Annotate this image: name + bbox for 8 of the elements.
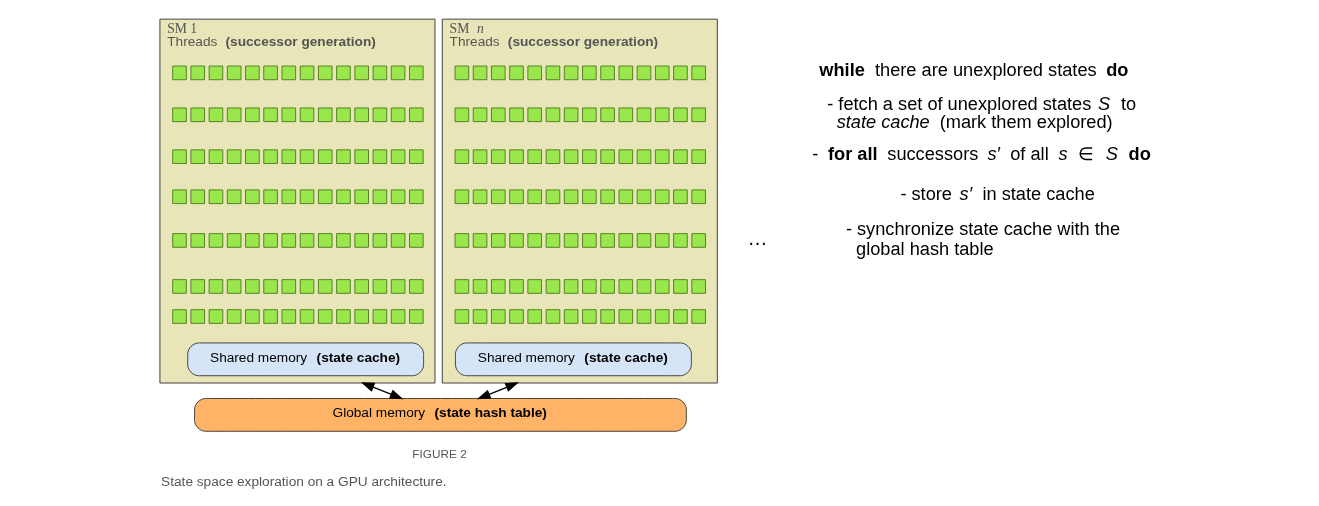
label: FIGURE 2 <box>412 447 467 462</box>
caption: State space exploration on a GPU architecture. <box>161 473 447 489</box>
label: - for all successors s′ of all s ∈ S do <box>812 143 1151 164</box>
label: … <box>747 227 768 250</box>
label: - fetch a set of unexplored states S to state cache (mark them explored) <box>827 93 1137 132</box>
label: - store s′ in state cache <box>900 183 1095 204</box>
label: - synchronize state cache with the global hash table <box>845 218 1121 259</box>
label: while there are unexplored states do <box>819 60 1129 81</box>
